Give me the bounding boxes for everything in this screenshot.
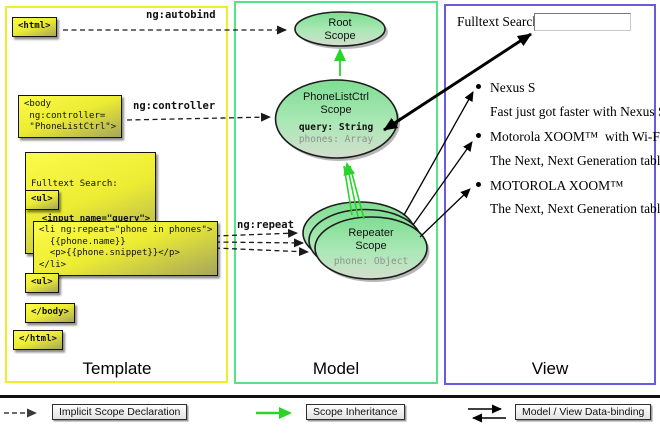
controller-connector (126, 112, 271, 122)
inheritance-line-repeater-3 (349, 165, 365, 220)
databinding-item-arrow-2 (412, 141, 473, 226)
databinding-query-arrow (383, 32, 532, 132)
databinding-item-arrow-3 (419, 188, 471, 238)
bullet-icon (476, 133, 481, 138)
root-scope-ellipse (294, 11, 386, 47)
view-item-name: Nexus S (490, 80, 536, 95)
legend-implicit-scope-declaration: Implicit Scope Declaration (52, 404, 188, 420)
root-scope-title: Root Scope (324, 17, 356, 42)
legend-model-view-databinding: Model / View Data-binding (515, 404, 652, 420)
view-item-name: MOTOROLA XOOM™ (490, 178, 624, 193)
template-section-label: Template (82, 359, 152, 378)
repeater-scope-ellipse-front (314, 216, 428, 280)
code-fulltext-label: Fulltext Search: (31, 179, 118, 190)
repeat-connector-2 (214, 238, 304, 248)
legend-divider (0, 395, 660, 398)
code-box-li-repeat: <li ng:repeat="phone in phones"> {{phone… (33, 221, 219, 276)
code-fulltext-input: <input name="query"> (31, 214, 151, 225)
repeat-connector-3 (214, 247, 309, 257)
code-box-body-open: <body ng:controller= "PhoneListCtrl"> (18, 95, 123, 139)
view-section-label: View (531, 359, 569, 378)
view-search-label: Fulltext Search: (457, 14, 543, 29)
view-item-name: Motorola XOOM™ with Wi-Fi (490, 129, 660, 144)
view-item-snippet: Fast just got faster with Nexus S. (490, 104, 660, 119)
code-box-body-close: </body> (25, 303, 75, 323)
databinding-item-arrow-1 (403, 91, 474, 216)
controller-label: ng:controller (133, 100, 216, 112)
legend-scope-inheritance: Scope Inheritance (306, 404, 405, 420)
repeater-scope-title: Repeater Scope (348, 227, 394, 252)
phonelist-prop-query: query: String (298, 122, 374, 133)
repeat-connector-1 (214, 228, 298, 238)
repeater-prop-phone: phone: Object (333, 256, 409, 267)
code-box-ul-close: <ul> (25, 273, 59, 293)
model-section-label: Model (312, 359, 360, 378)
inheritance-arrow-repeater (343, 162, 359, 218)
code-box-ul-open: <ul> (25, 190, 59, 210)
code-box-html-close: </html> (13, 330, 63, 350)
phonelist-scope-title: PhoneListCtrl Scope (302, 91, 370, 116)
bullet-icon (476, 182, 481, 187)
view-item-snippet: The Next, Next Generation tablet. (490, 153, 660, 168)
repeat-label: ng:repeat (237, 219, 294, 231)
fulltext-search-input[interactable] (534, 13, 631, 31)
view-item-snippet: The Next, Next Generation tablet. (490, 201, 660, 216)
bullet-icon (476, 84, 481, 89)
autobind-label: ng:autobind (146, 9, 216, 21)
code-box-html-open: <html> (12, 17, 57, 37)
phonelist-prop-phones: phones: Array (298, 134, 374, 145)
